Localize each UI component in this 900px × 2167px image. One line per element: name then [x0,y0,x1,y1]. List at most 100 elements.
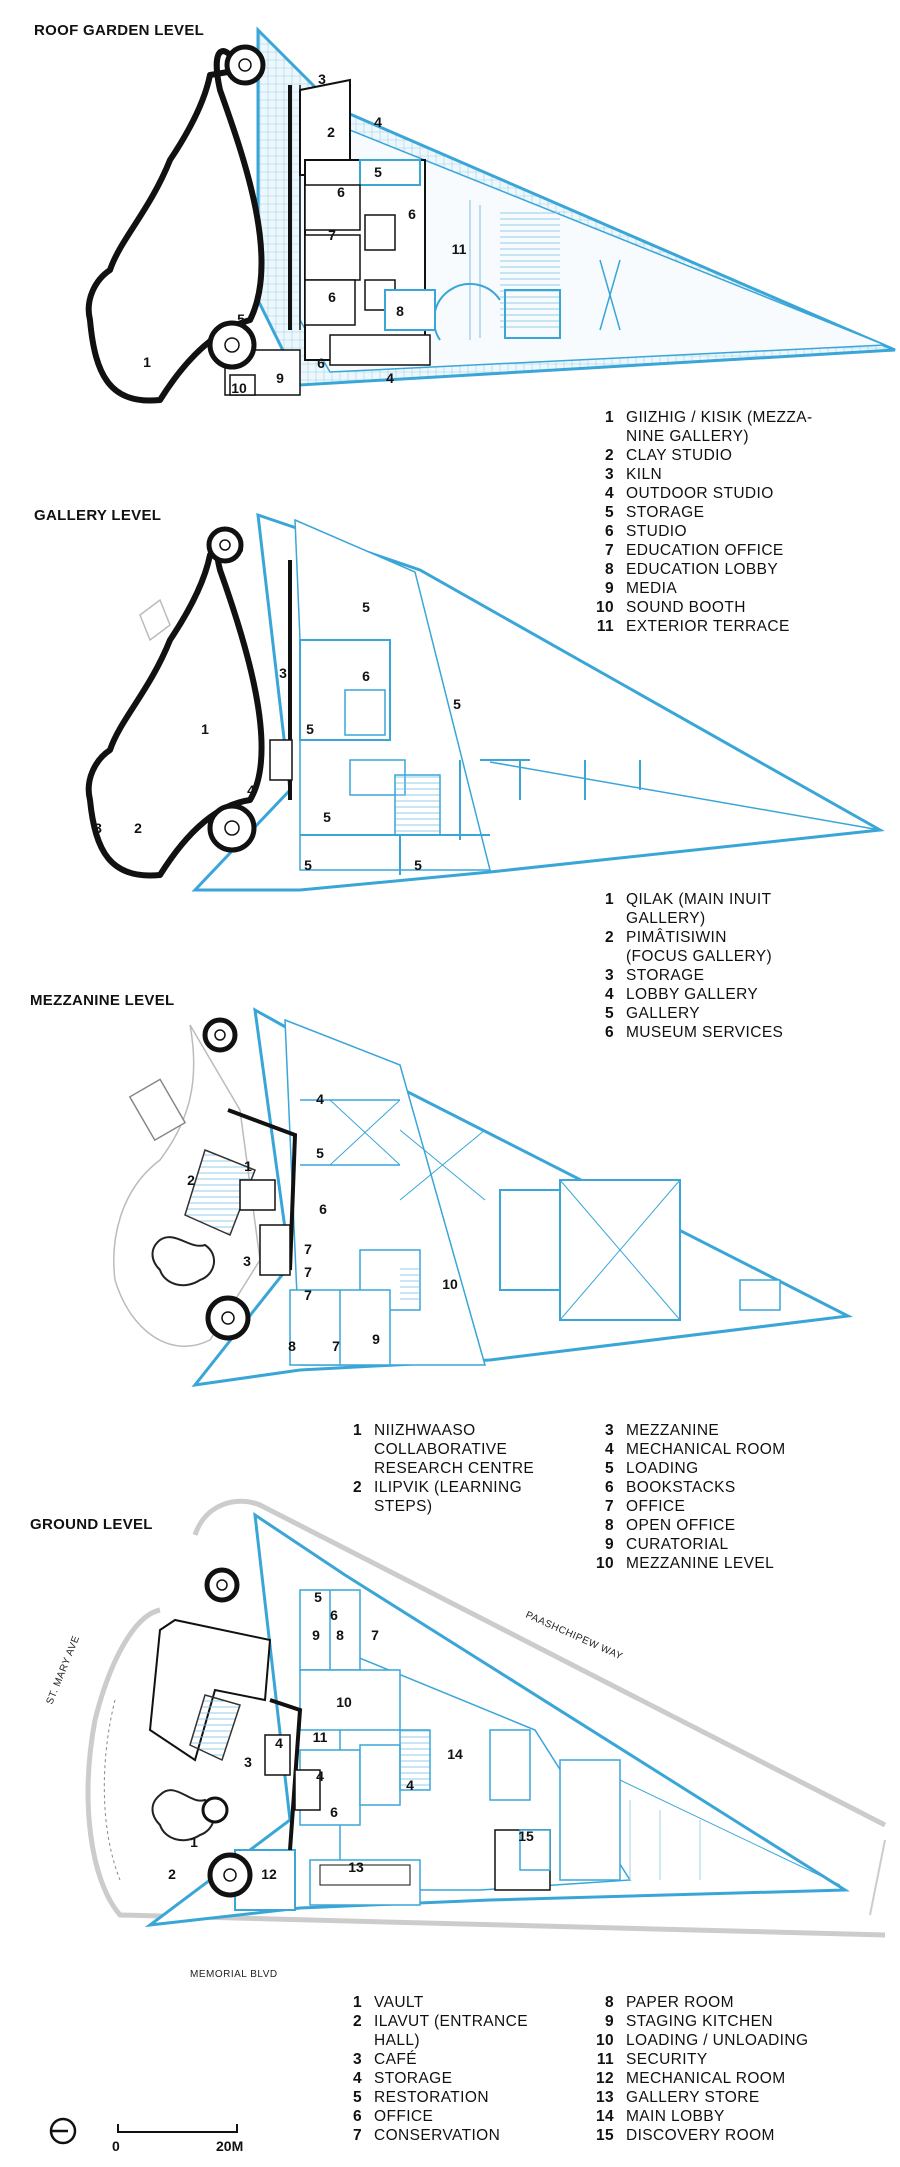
ground-level-title: GROUND LEVEL [30,1516,153,1533]
legend-item: 1 VAULT [340,1993,528,2012]
legend-number: 5 [352,2089,362,2106]
legend-item: 10 SOUND BOOTH [592,598,813,617]
scale-bar [117,2124,238,2133]
room-label: 5 [414,857,422,873]
north-arrow-icon [49,2117,77,2145]
legend-label: MAIN LOBBY [626,2108,725,2125]
legend-number: 7 [604,1498,614,1515]
legend-label: EDUCATION LOBBY [626,561,779,578]
legend-number: 10 [595,599,614,616]
room-label: 4 [247,782,255,798]
room-label: 6 [337,184,345,200]
room-label: 7 [304,1264,312,1280]
room-label: 3 [94,820,102,836]
room-label: 7 [304,1287,312,1303]
legend-number: 13 [595,2089,614,2106]
legend-label: MEDIA [626,580,678,597]
legend-label: VAULT [374,1994,424,2011]
legend-number: 3 [352,2051,362,2068]
legend-label: NIIZHWAASO COLLABORATIVE RESEARCH CENTRE [374,1422,535,1477]
legend-number: 10 [595,2032,614,2049]
room-label: 5 [316,1145,324,1161]
gallery-legend: 1 QILAK (MAIN INUIT GALLERY) 2 PIMÂTISIWIN … [592,890,783,1042]
legend-number: 2 [352,2013,362,2030]
room-label: 8 [396,303,404,319]
legend-number: 9 [604,1536,614,1553]
legend-label: ILAVUT (ENTRANCE HALL) [374,2013,528,2049]
room-label: 5 [314,1589,322,1605]
legend-label: MUSEUM SERVICES [626,1024,784,1041]
room-label: 6 [319,1201,327,1217]
scale-start-label: 0 [112,2138,120,2154]
room-label: 10 [336,1694,352,1710]
legend-number: 1 [604,891,614,908]
legend-item: 10 LOADING / UNLOADING [592,2031,808,2050]
legend-number: 8 [604,1994,614,2011]
roof-garden-plan [85,26,896,404]
room-label: 13 [348,1859,364,1875]
legend-number: 11 [596,2051,614,2068]
legend-item: 6 MUSEUM SERVICES [592,1023,783,1042]
roof-garden-title: ROOF GARDEN LEVEL [34,22,205,39]
legend-number: 2 [604,929,614,946]
legend-label: OFFICE [626,1498,686,1515]
legend-number: 6 [604,1024,614,1041]
legend-label: GALLERY STORE [626,2089,760,2106]
room-label: 9 [276,370,284,386]
legend-number: 7 [352,2127,362,2144]
legend-item: 7 CONSERVATION [340,2126,528,2145]
legend-number: 4 [604,485,614,502]
legend-label: STUDIO [626,523,687,540]
ground-level-plan [85,1498,887,1938]
room-label: 5 [237,311,245,327]
legend-label: LOADING / UNLOADING [626,2032,809,2049]
legend-number: 6 [604,1479,614,1496]
legend-label: OFFICE [374,2108,434,2125]
room-label: 7 [304,1241,312,1257]
legend-label: QILAK (MAIN INUIT GALLERY) [626,891,772,927]
room-label: 4 [406,1777,414,1793]
room-label: 11 [452,241,467,257]
legend-label: DISCOVERY ROOM [626,2127,775,2144]
legend-label: GIIZHIG / KISIK (MEZZA- NINE GALLERY) [626,409,813,445]
legend-number: 14 [595,2108,614,2125]
room-label: 3 [279,665,287,681]
room-label: 1 [201,721,209,737]
legend-number: 8 [604,561,614,578]
legend-number: 5 [604,504,614,521]
legend-label: CAFÉ [374,2051,417,2068]
legend-number: 1 [352,1994,362,2011]
legend-label: SECURITY [626,2051,708,2068]
mezzanine-level-title: MEZZANINE LEVEL [30,992,175,1009]
legend-number: 9 [604,2013,614,2030]
legend-item: 7 OFFICE [592,1497,786,1516]
room-label: 2 [327,124,335,140]
legend-label: PIMÂTISIWIN (FOCUS GALLERY) [626,929,773,965]
street-label-paashchipew: PAASHCHIPEW WAY [524,1610,624,1663]
room-label: 4 [275,1735,283,1751]
legend-label: STAGING KITCHEN [626,2013,773,2030]
room-label: 8 [336,1627,344,1643]
room-label: 6 [408,206,416,222]
legend-label: SOUND BOOTH [626,599,746,616]
room-label: 12 [261,1866,277,1882]
legend-label: MEZZANINE LEVEL [626,1555,775,1572]
room-label: 10 [442,1276,458,1292]
legend-item: 1 QILAK (MAIN INUIT GALLERY) [592,890,783,928]
legend-label: CONSERVATION [374,2127,501,2144]
legend-number: 5 [604,1005,614,1022]
